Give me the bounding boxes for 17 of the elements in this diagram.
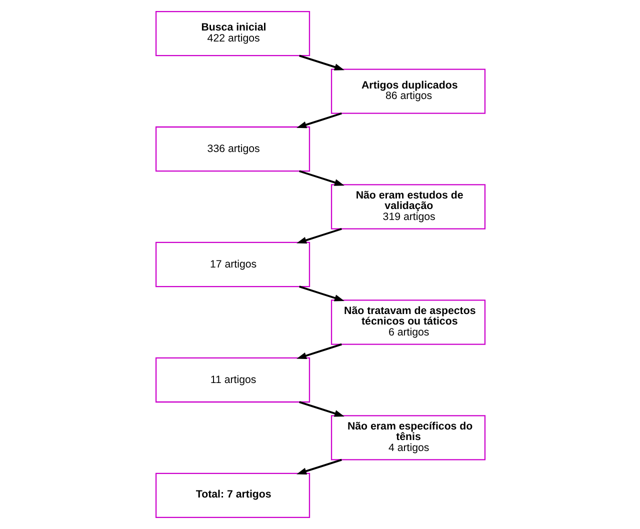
arrow xyxy=(296,112,342,128)
arrow xyxy=(296,458,342,474)
arrow xyxy=(296,228,342,244)
node-box: Busca inicial 422 artigos xyxy=(154,10,310,56)
node-box: 11 artigos xyxy=(154,357,310,403)
arrow xyxy=(298,286,344,302)
arrow xyxy=(298,170,344,186)
arrow xyxy=(298,401,344,417)
node-box: Total: 7 artigos xyxy=(154,472,310,518)
node-box: Não tratavam de aspectos técnicos ou táticos 6 artigos xyxy=(330,300,486,345)
node-box: Não eram estudos de validação 319 artigos xyxy=(330,184,486,230)
node-box: Não eram específicos do tênis 4 artigos xyxy=(330,415,486,460)
node-box: 17 artigos xyxy=(154,242,310,288)
arrow xyxy=(298,54,344,70)
node-box: Artigos duplicados 86 artigos xyxy=(330,68,486,114)
arrow xyxy=(296,343,342,360)
node-box: 336 artigos xyxy=(154,126,310,172)
